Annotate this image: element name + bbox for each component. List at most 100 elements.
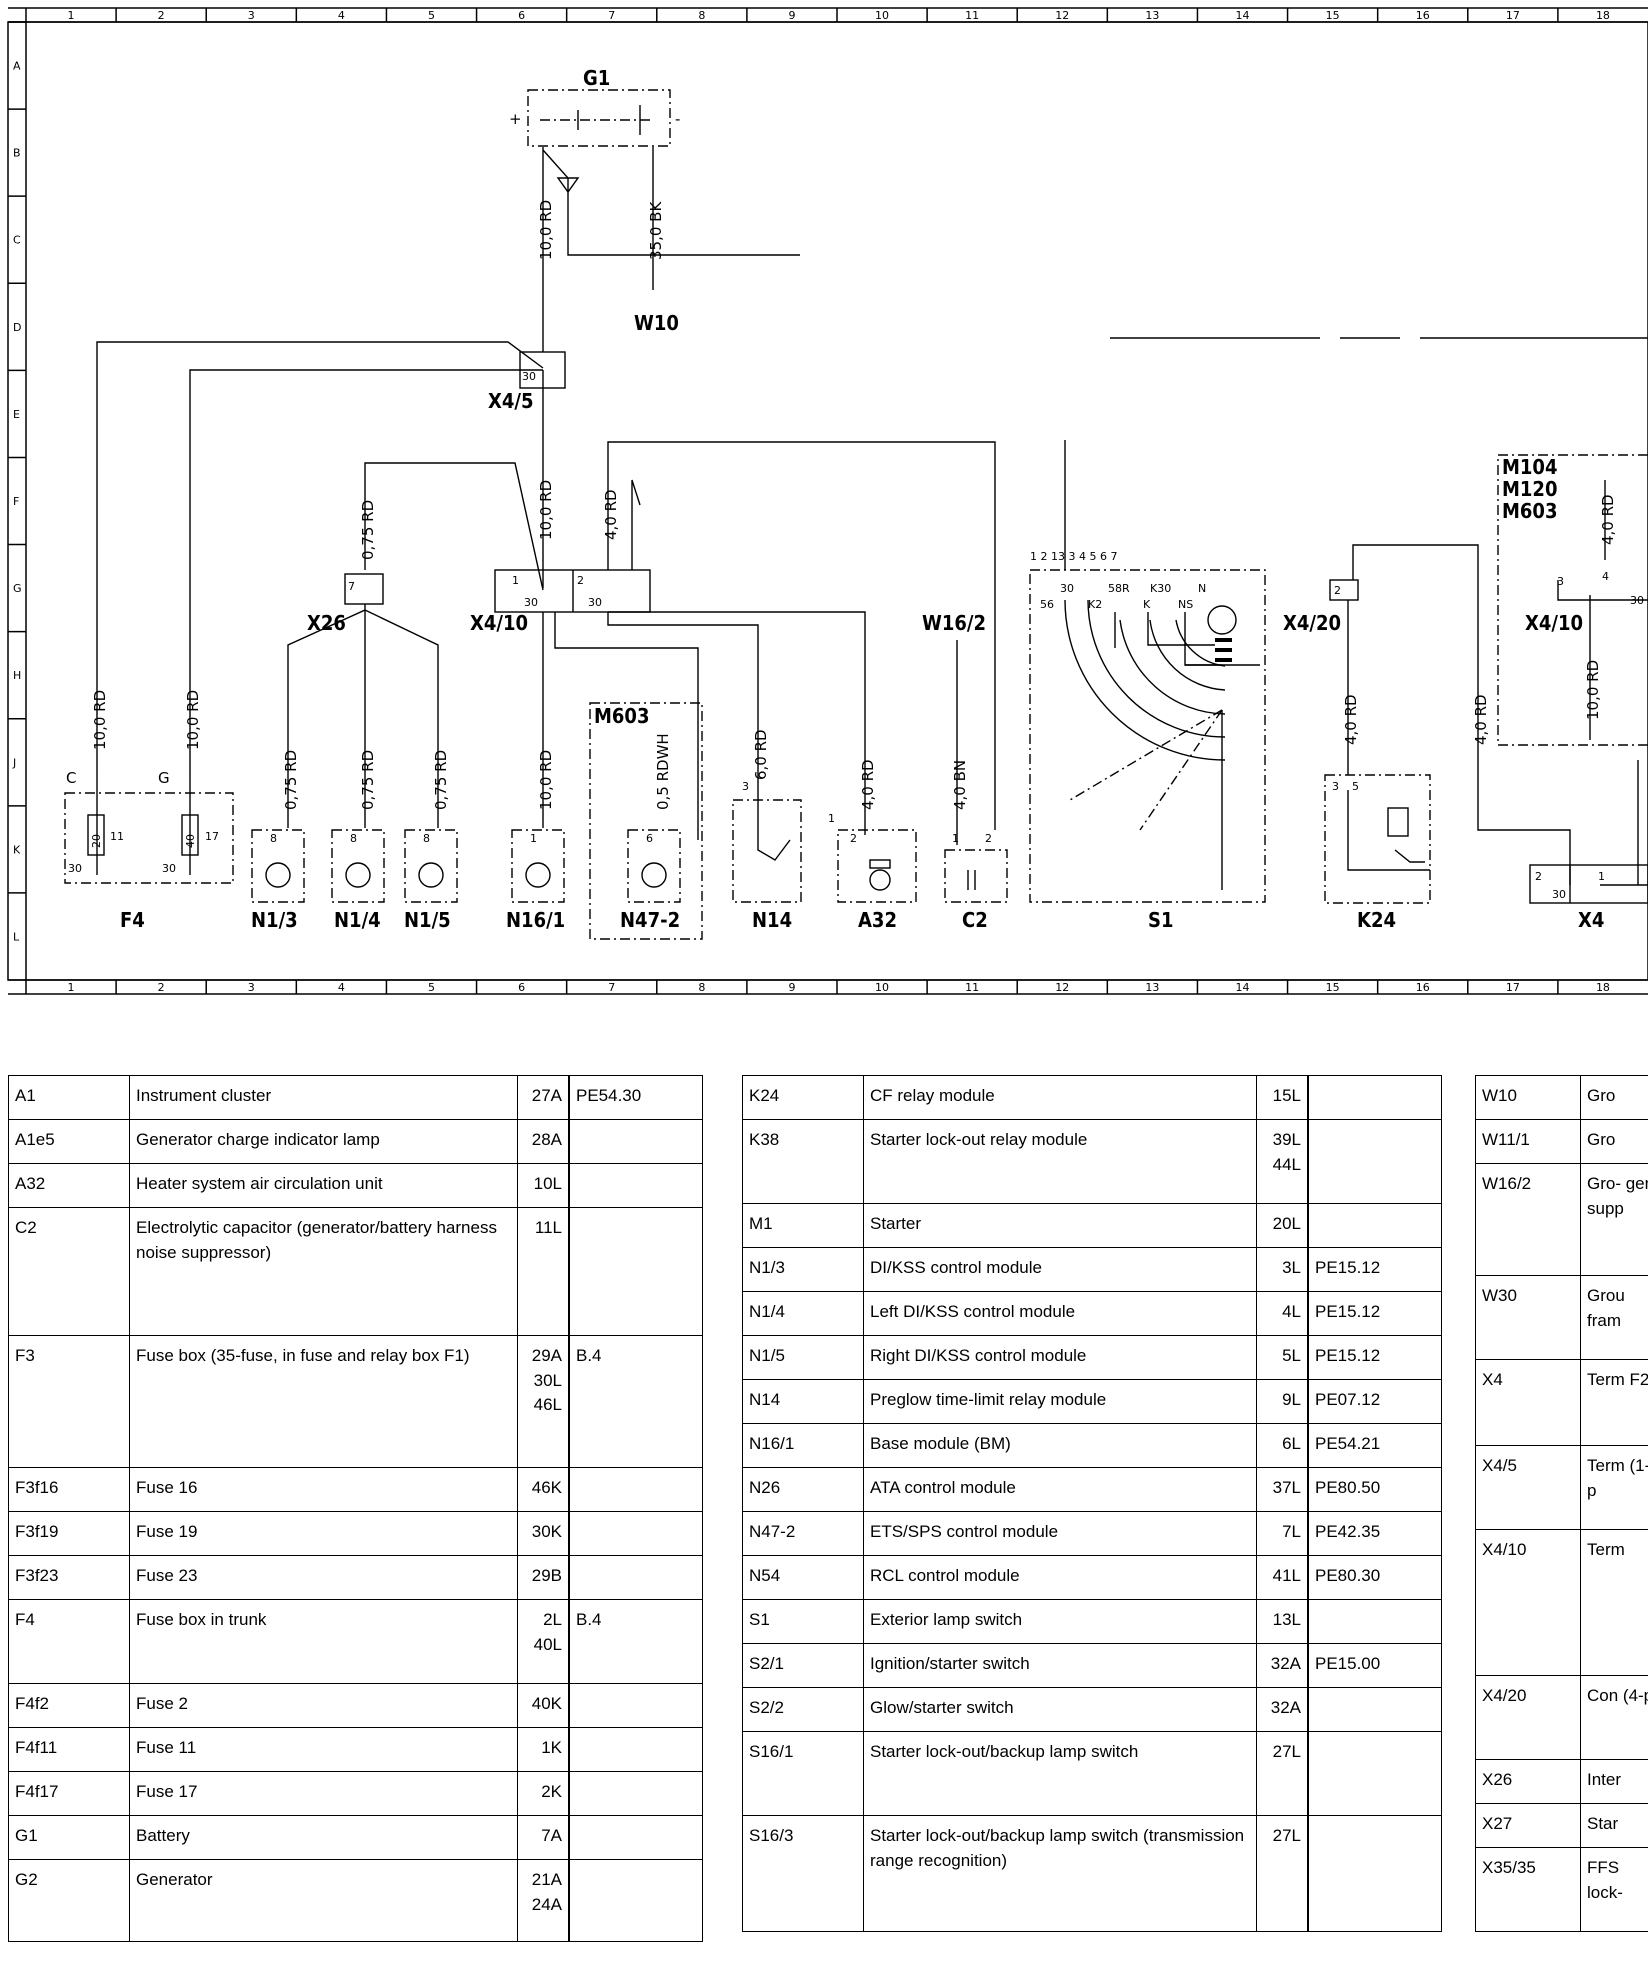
part-code: W16/2 <box>1475 1163 1581 1276</box>
wire-n1-4: 0,75 RD <box>359 750 377 810</box>
part-loc: 39L 44L <box>1256 1119 1309 1204</box>
wire-x26-rd: 0,75 RD <box>359 500 377 560</box>
part-code: X26 <box>1475 1759 1581 1804</box>
wire-n1-3: 0,75 RD <box>282 750 300 810</box>
part-code: N47-2 <box>742 1511 864 1556</box>
grid-column-label: 17 <box>1506 9 1520 22</box>
part-desc: CF relay module <box>863 1075 1257 1120</box>
label-n1-3: N1/3 <box>251 908 298 932</box>
grid-column-label: 14 <box>1236 9 1250 22</box>
x4-10r-pin3: 3 <box>1557 575 1564 588</box>
part-desc: Term F2) <box>1580 1359 1648 1446</box>
x4-10-pin1: 1 <box>512 574 519 587</box>
part-desc: Base module (BM) <box>863 1423 1257 1468</box>
part-loc: 1K <box>517 1727 570 1772</box>
part-ref: B.4 <box>568 1335 703 1468</box>
part-code: N16/1 <box>742 1423 864 1468</box>
grid-column-label: 10 <box>875 981 889 994</box>
wire-g1-rd: 10,0 RD <box>537 200 555 260</box>
part-ref: PE15.12 <box>1307 1247 1442 1292</box>
part-desc: Fuse box (35-fuse, in fuse and relay box… <box>129 1335 518 1468</box>
grid-row-label: G <box>13 582 22 595</box>
part-code: A32 <box>8 1163 130 1208</box>
grid-row-label: D <box>13 321 21 334</box>
part-code: M1 <box>742 1203 864 1248</box>
s1-30: 30 <box>1060 582 1074 595</box>
part-desc: Heater system air circulation unit <box>129 1163 518 1208</box>
part-ref <box>568 1163 703 1208</box>
part-loc: 46K <box>517 1467 570 1512</box>
part-code: S2/1 <box>742 1643 864 1688</box>
part-loc: 32A <box>1256 1687 1309 1732</box>
part-desc: Right DI/KSS control module <box>863 1335 1257 1380</box>
grid-column-label: 18 <box>1596 981 1610 994</box>
wire-g1-bk: 35,0 BK <box>647 201 665 260</box>
part-desc: Starter lock-out/backup lamp switch <box>863 1731 1257 1816</box>
label-a32: A32 <box>858 908 897 932</box>
part-desc: Inter <box>1580 1759 1648 1804</box>
part-ref: PE42.35 <box>1307 1511 1442 1556</box>
part-code: F4f11 <box>8 1727 130 1772</box>
grid-row-label: L <box>13 930 20 943</box>
part-desc: Fuse 19 <box>129 1511 518 1556</box>
part-ref <box>1307 1687 1442 1732</box>
s1-k30: K30 <box>1150 582 1171 595</box>
grid-column-label: 5 <box>428 9 435 22</box>
label-n1-5: N1/5 <box>404 908 451 932</box>
x4-10-pin30a: 30 <box>524 596 538 609</box>
grid-column-label: 7 <box>608 981 615 994</box>
label-g1: G1 <box>583 66 610 90</box>
part-code: N26 <box>742 1467 864 1512</box>
grid-row-label: C <box>13 234 21 247</box>
part-ref <box>568 1207 703 1336</box>
part-loc: 9L <box>1256 1379 1309 1424</box>
part-code: X27 <box>1475 1803 1581 1848</box>
grid-column-label: 4 <box>338 981 345 994</box>
label-m104: M104 <box>1502 455 1557 479</box>
grid-column-label: 8 <box>698 9 705 22</box>
part-code: X4/20 <box>1475 1675 1581 1760</box>
part-loc: 2K <box>517 1771 570 1816</box>
part-desc: Ignition/starter switch <box>863 1643 1257 1688</box>
part-code: F3f19 <box>8 1511 130 1556</box>
part-ref <box>568 1771 703 1816</box>
grid-column-label: 3 <box>248 9 255 22</box>
f4-30b: 30 <box>162 862 176 875</box>
part-loc: 37L <box>1256 1467 1309 1512</box>
grid-row-label: E <box>13 408 20 421</box>
part-code: F4f2 <box>8 1683 130 1728</box>
part-code: X4 <box>1475 1359 1581 1446</box>
part-loc: 40K <box>517 1683 570 1728</box>
label-n47-2: N47-2 <box>620 908 680 932</box>
part-loc: 3L <box>1256 1247 1309 1292</box>
part-ref: PE80.50 <box>1307 1467 1442 1512</box>
grid-column-label: 5 <box>428 981 435 994</box>
part-code: X4/10 <box>1475 1529 1581 1676</box>
part-desc: Gro <box>1580 1119 1648 1164</box>
part-code: K38 <box>742 1119 864 1204</box>
fuse-11: 11 <box>110 830 124 843</box>
part-ref <box>568 1815 703 1860</box>
part-code: W10 <box>1475 1075 1581 1120</box>
c2-pin1: 1 <box>952 832 959 845</box>
fuse-40: 40 <box>184 834 197 848</box>
n1-5-pin: 8 <box>423 832 430 845</box>
grid-column-label: 11 <box>965 9 979 22</box>
grid-column-label: 6 <box>518 9 525 22</box>
part-desc: FFS lock- <box>1580 1847 1648 1932</box>
s1-ns: NS <box>1178 598 1193 611</box>
part-desc: ETS/SPS control module <box>863 1511 1257 1556</box>
wire-k24: 4,0 RD <box>1342 694 1360 745</box>
grid-row-label: H <box>13 669 21 682</box>
grid-column-label: 13 <box>1145 981 1159 994</box>
part-code: F4f17 <box>8 1771 130 1816</box>
